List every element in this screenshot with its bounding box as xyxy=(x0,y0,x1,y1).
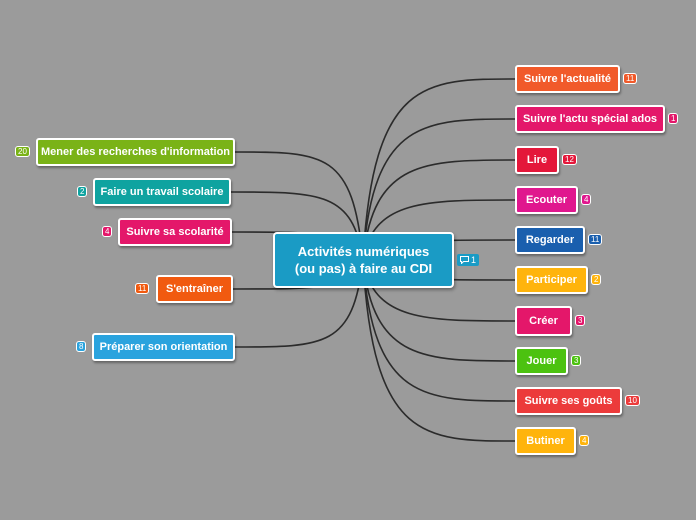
topic-suivre-sa-scolarite[interactable]: Suivre sa scolarité xyxy=(118,218,232,246)
topic-count-badge: 4 xyxy=(579,435,590,446)
topic-preparer-son-orientation[interactable]: Préparer son orientation xyxy=(92,333,235,361)
topic-count-badge: 20 xyxy=(15,146,30,157)
topic-count-badge: 3 xyxy=(571,355,582,366)
topic-count-badge: 8 xyxy=(76,341,87,352)
topic-jouer[interactable]: Jouer xyxy=(515,347,568,375)
comment-icon xyxy=(459,256,469,264)
topic-label: Préparer son orientation xyxy=(99,341,228,353)
topic-label: Faire un travail scolaire xyxy=(100,186,224,198)
topic-participer[interactable]: Participer xyxy=(515,266,588,294)
topic-label: Suivre ses goûts xyxy=(524,395,613,407)
topic-count-badge: 2 xyxy=(77,186,88,197)
topic-suivre-ses-gouts[interactable]: Suivre ses goûts xyxy=(515,387,622,415)
connector-line xyxy=(362,118,516,261)
connector-line xyxy=(362,78,516,261)
topic-label: Suivre l'actualité xyxy=(524,73,611,85)
topic-count-badge: 4 xyxy=(102,226,113,237)
topic-label: Ecouter xyxy=(526,194,567,206)
topic-count-badge: 1 xyxy=(668,113,679,124)
topic-label: Suivre sa scolarité xyxy=(126,226,224,238)
topic-label: Suivre l'actu spécial ados xyxy=(522,113,658,125)
central-topic-line1: Activités numériques xyxy=(297,244,430,259)
topic-label: Lire xyxy=(526,154,548,166)
topic-suivre-l-actualite[interactable]: Suivre l'actualité xyxy=(515,65,620,93)
topic-faire-un-travail-scolaire[interactable]: Faire un travail scolaire xyxy=(93,178,231,206)
topic-label: Participer xyxy=(526,274,577,286)
topic-count-badge: 2 xyxy=(591,274,602,285)
central-topic[interactable]: Activités numériques (ou pas) à faire au… xyxy=(273,232,454,288)
central-topic-line2: (ou pas) à faire au CDI xyxy=(294,261,433,276)
connector-line xyxy=(362,259,516,442)
topic-label: Butiner xyxy=(526,435,565,447)
topic-count-badge: 12 xyxy=(562,154,577,165)
topic-label: Jouer xyxy=(526,355,557,367)
comment-count: 1 xyxy=(470,255,476,265)
topic-regarder[interactable]: Regarder xyxy=(515,226,585,254)
topic-label: S'entraîner xyxy=(165,283,224,295)
topic-s-entrainer[interactable]: S'entraîner xyxy=(156,275,233,303)
connector-line xyxy=(362,159,516,261)
topic-label: Créer xyxy=(529,315,558,327)
connector-line xyxy=(234,259,364,348)
comment-badge[interactable]: 1 xyxy=(457,254,479,266)
topic-ecouter[interactable]: Ecouter xyxy=(515,186,578,214)
topic-count-badge: 10 xyxy=(625,395,640,406)
connector-line xyxy=(362,259,516,402)
topic-label: Regarder xyxy=(525,234,575,246)
topic-label: Mener des recherches d'information xyxy=(40,146,231,158)
connector-line xyxy=(362,259,516,362)
topic-count-badge: 11 xyxy=(588,234,603,245)
topic-count-badge: 11 xyxy=(623,73,638,84)
topic-count-badge: 11 xyxy=(135,283,150,294)
topic-count-badge: 4 xyxy=(581,194,592,205)
topic-creer[interactable]: Créer xyxy=(515,306,572,336)
topic-suivre-l-actu-special-ados[interactable]: Suivre l'actu spécial ados xyxy=(515,105,665,133)
topic-lire[interactable]: Lire xyxy=(515,146,559,174)
topic-butiner[interactable]: Butiner xyxy=(515,427,576,455)
connector-line xyxy=(234,151,364,261)
topic-mener-des-recherches-d-information[interactable]: Mener des recherches d'information xyxy=(36,138,235,166)
topic-count-badge: 3 xyxy=(575,315,586,326)
